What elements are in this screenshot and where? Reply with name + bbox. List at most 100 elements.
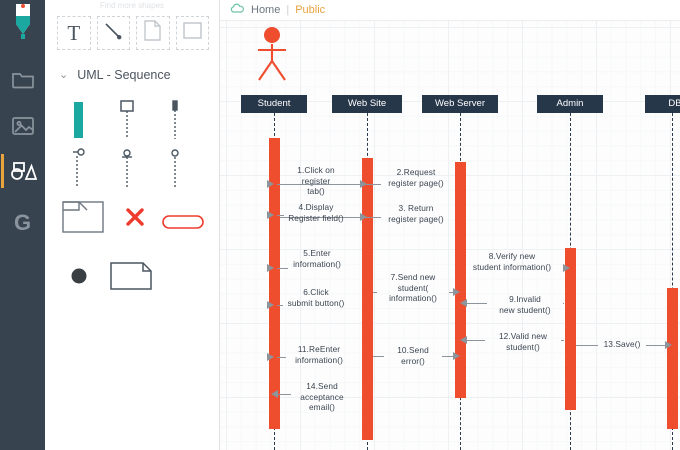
note-icon: [143, 20, 162, 46]
note-tool[interactable]: [136, 16, 170, 50]
arrowhead-11: [267, 353, 274, 361]
arrowhead-2: [360, 180, 367, 188]
rectangle-icon: [182, 21, 203, 45]
destruction-x-shape[interactable]: [111, 192, 159, 240]
arrowhead-12: [460, 336, 467, 344]
uml-sequence-shape-grid: [45, 82, 219, 300]
breadcrumb-public[interactable]: Public: [295, 4, 326, 16]
message-line-10-b[interactable]: [442, 356, 454, 357]
activation-bar-db[interactable]: [666, 288, 678, 429]
message-label-8[interactable]: 8.Verify new student information(): [472, 251, 552, 272]
message-label-5[interactable]: 5.Enter information(): [293, 248, 341, 269]
app-logo-pen-icon[interactable]: [8, 4, 38, 44]
note-shape[interactable]: [103, 252, 159, 300]
activation-bar-website[interactable]: [361, 158, 373, 440]
message-line-9[interactable]: [466, 303, 487, 304]
arrowhead-14: [271, 390, 278, 398]
sequence-diagram[interactable]: Student Web Site Web Server Admin DB 1.Click …: [220, 21, 680, 450]
arrowhead-13: [665, 341, 672, 349]
message-label-9[interactable]: 9.Invalid new student(): [499, 294, 551, 315]
entity-lifeline-shape[interactable]: [103, 144, 151, 192]
message-line-9-b[interactable]: [563, 303, 564, 304]
message-line-10[interactable]: [373, 356, 384, 357]
canvas-area: Home | Public Student Web Site Web Server A…: [220, 0, 680, 450]
message-line-2[interactable]: [280, 184, 381, 185]
sidebar-item-images[interactable]: [3, 102, 43, 148]
sidebar-item-folder[interactable]: [3, 56, 43, 102]
arrowhead-4: [267, 211, 274, 219]
breadcrumb-separator: |: [286, 4, 290, 16]
fragment-frame-shape[interactable]: [55, 192, 111, 240]
arrowhead-7: [453, 288, 460, 296]
breadcrumb: Home | Public: [220, 0, 680, 21]
message-label-10[interactable]: 10.Send error(): [397, 345, 429, 366]
message-line-7[interactable]: [373, 292, 377, 293]
actor-lifeline-shape[interactable]: [151, 144, 199, 192]
arrowhead-6: [267, 301, 274, 309]
lifeline-dash-db: [672, 113, 673, 450]
message-line-12-b[interactable]: [561, 340, 564, 341]
message-line-4[interactable]: [277, 215, 284, 216]
activation-bar-shape[interactable]: [55, 96, 103, 144]
activation-bar-student[interactable]: [268, 138, 280, 429]
breadcrumb-home[interactable]: Home: [251, 4, 281, 16]
diagram-canvas[interactable]: Student Web Site Web Server Admin DB 1.Click …: [220, 21, 680, 450]
lifeline-header-student[interactable]: Student: [241, 95, 307, 113]
find-more-shapes-link[interactable]: Find more shapes: [99, 1, 165, 10]
message-line-13-b[interactable]: [646, 345, 666, 346]
left-nav-rail: G: [0, 0, 45, 450]
sidebar-item-google[interactable]: G: [3, 200, 43, 246]
message-line-6[interactable]: [277, 305, 283, 306]
lifeline-header-db[interactable]: DB: [645, 95, 680, 113]
message-line-14[interactable]: [277, 394, 291, 395]
section-title: UML - Sequence: [77, 68, 171, 82]
shapes-icon: [9, 160, 37, 182]
message-label-1[interactable]: 1.Click on register tab(): [297, 165, 335, 196]
quick-shapes-row: T: [45, 10, 219, 50]
message-label-12[interactable]: 12.Valid new student(): [498, 331, 548, 352]
message-label-11[interactable]: 11.ReEnter information(): [295, 344, 343, 365]
message-label-6[interactable]: 6.Click submit button(): [287, 287, 345, 308]
lifeline-header-website[interactable]: Web Site: [332, 95, 402, 113]
arrowhead-8: [563, 264, 570, 272]
folder-icon: [11, 69, 35, 89]
shapes-panel: Find more shapes T: [45, 0, 220, 450]
lifeline-header-webserver[interactable]: Web Server: [422, 95, 498, 113]
section-uml-sequence[interactable]: ⌄ UML - Sequence: [45, 50, 219, 82]
filled-circle-shape[interactable]: [55, 252, 103, 300]
message-label-3[interactable]: 3. Return register page(): [388, 203, 444, 224]
cloud-icon: [230, 1, 245, 19]
message-line-5[interactable]: [277, 268, 288, 269]
rectangle-tool[interactable]: [175, 16, 209, 50]
text-t-icon: T: [67, 20, 81, 45]
message-line-11[interactable]: [277, 357, 286, 358]
rounded-gate-shape[interactable]: [159, 198, 207, 246]
control-lifeline-shape[interactable]: [55, 144, 103, 192]
message-label-14[interactable]: 14.Send acceptance email(): [300, 381, 344, 412]
chevron-down-icon: ⌄: [59, 68, 69, 81]
activation-bar-admin[interactable]: [564, 248, 576, 410]
message-line-13[interactable]: [576, 345, 598, 346]
activation-bar-webserver[interactable]: [454, 162, 466, 398]
object-lifeline-shape[interactable]: [103, 96, 151, 144]
message-line-12[interactable]: [466, 340, 485, 341]
message-label-7[interactable]: 7.Send new student( information(): [389, 272, 437, 303]
lifeline-header-admin[interactable]: Admin: [537, 95, 603, 113]
arrowhead-10: [453, 352, 460, 360]
message-line-7-b[interactable]: [449, 292, 454, 293]
message-label-2[interactable]: 2.Request register page(): [388, 167, 444, 188]
message-label-13[interactable]: 13.Save(): [603, 339, 641, 349]
student-actor[interactable]: [249, 26, 295, 89]
arrowhead-5: [267, 264, 274, 272]
image-icon: [11, 115, 35, 136]
message-label-4[interactable]: 4.Display Register field(): [288, 202, 344, 223]
sidebar-item-shapes[interactable]: [0, 148, 43, 194]
text-tool[interactable]: T: [57, 16, 91, 50]
line-icon: [102, 20, 124, 47]
boundary-lifeline-shape[interactable]: [151, 96, 199, 144]
arrowhead-3: [360, 213, 367, 221]
message-line-3[interactable]: [280, 217, 381, 218]
line-tool[interactable]: [96, 16, 130, 50]
google-g-icon: G: [13, 210, 32, 235]
